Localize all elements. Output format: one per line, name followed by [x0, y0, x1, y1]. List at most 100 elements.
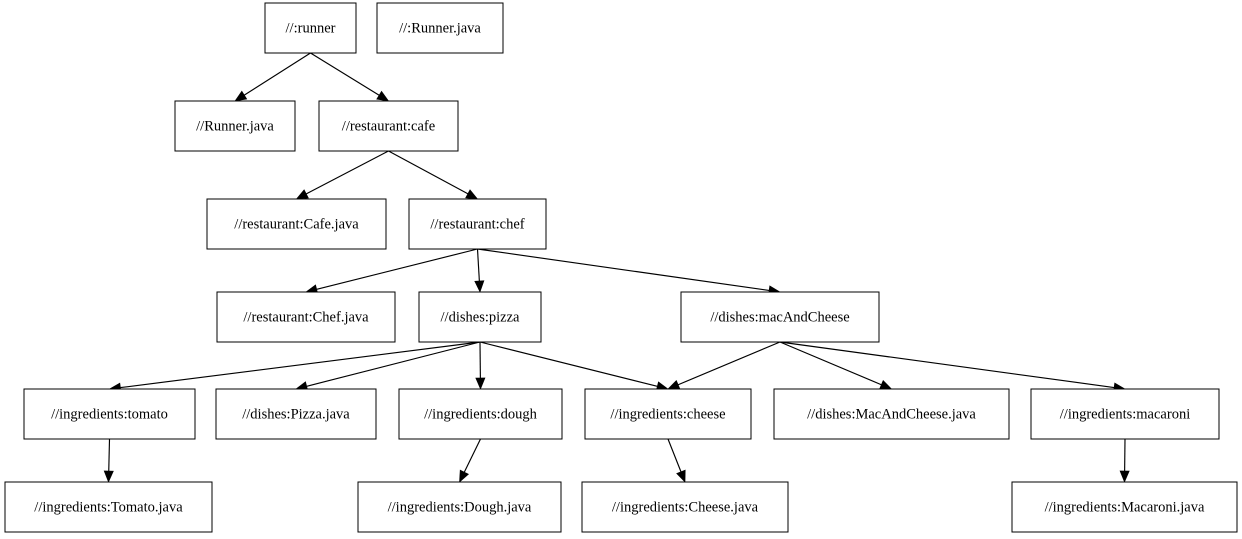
- node-box[interactable]: [680, 291, 880, 343]
- graph-node-dishes_mac_java[interactable]: //dishes:MacAndCheese.java: [773, 388, 1010, 440]
- edge-dishes_macandcheese-to-ingredients_macaroni: [779, 341, 1126, 393]
- node-box[interactable]: [174, 100, 296, 152]
- node-label: //dishes:Pizza.java: [242, 406, 350, 422]
- graph-node-runner_java[interactable]: //Runner.java: [174, 100, 296, 152]
- graph-node-root_runner_java[interactable]: //:Runner.java: [376, 2, 504, 54]
- edge-line: [463, 438, 482, 473]
- node-label: //dishes:MacAndCheese.java: [807, 406, 976, 422]
- node-box[interactable]: [206, 198, 387, 250]
- graph-node-restaurant_cafe_java[interactable]: //restaurant:Cafe.java: [206, 198, 387, 250]
- node-label: //ingredients:macaroni: [1060, 406, 1190, 422]
- graph-node-ingredients_cheese_java[interactable]: //ingredients:Cheese.java: [581, 481, 789, 533]
- graph-node-ingredients_tomato_java[interactable]: //ingredients:Tomato.java: [4, 481, 213, 533]
- edge-arrowhead-icon: [234, 90, 248, 102]
- nodes-layer: //:runner //:Runner.java //Runner.java //re…: [4, 2, 1238, 533]
- node-label: //ingredients:Cheese.java: [612, 499, 759, 515]
- node-label: //ingredients:tomato: [51, 406, 168, 422]
- graph-node-restaurant_chef_java[interactable]: //restaurant:Chef.java: [216, 291, 396, 343]
- node-label: //restaurant:chef: [430, 216, 524, 232]
- node-box[interactable]: [4, 481, 213, 533]
- node-box[interactable]: [216, 291, 396, 343]
- node-box[interactable]: [581, 481, 789, 533]
- node-box[interactable]: [357, 481, 562, 533]
- node-label: //:Runner.java: [399, 20, 481, 36]
- graph-node-ingredients_cheese[interactable]: //ingredients:cheese: [584, 388, 752, 440]
- node-label: //ingredients:Macaroni.java: [1045, 499, 1205, 515]
- edge-restaurant_chef-to-dishes_macandcheese: [477, 248, 781, 296]
- edge-line: [108, 438, 111, 472]
- node-label: //ingredients:Tomato.java: [34, 499, 183, 515]
- edge-dishes_pizza-to-dishes_pizza_java: [295, 341, 481, 392]
- edge-arrowhead-icon: [295, 189, 309, 200]
- edge-arrowhead-icon: [376, 90, 390, 102]
- edge-restaurant_chef-to-dishes_pizza: [474, 248, 485, 293]
- edge-arrowhead-icon: [465, 189, 479, 200]
- edge-line: [120, 341, 481, 389]
- edge-arrowhead-icon: [676, 469, 686, 483]
- edge-line: [388, 150, 469, 195]
- node-box[interactable]: [215, 388, 377, 440]
- graph-node-ingredients_macaroni_java[interactable]: //ingredients:Macaroni.java: [1011, 481, 1238, 533]
- node-box[interactable]: [773, 388, 1010, 440]
- node-label: //ingredients:Dough.java: [388, 499, 532, 515]
- graph-node-ingredients_dough[interactable]: //ingredients:dough: [398, 388, 563, 440]
- edge-arrowhead-icon: [879, 379, 893, 390]
- node-label: //dishes:macAndCheese: [710, 309, 849, 325]
- edge-line: [306, 341, 481, 387]
- node-box[interactable]: [398, 388, 563, 440]
- edge-line: [779, 341, 1115, 389]
- graph-node-restaurant_chef[interactable]: //restaurant:chef: [408, 198, 547, 250]
- node-box[interactable]: [264, 2, 357, 54]
- edge-line: [477, 248, 770, 292]
- node-box[interactable]: [584, 388, 752, 440]
- edge-restaurant_cafe-to-restaurant_cafe_java: [295, 150, 389, 200]
- edge-ingredients_tomato-to-ingredients_tomato_java: [103, 438, 114, 483]
- node-box[interactable]: [318, 100, 459, 152]
- edge-line: [243, 52, 311, 96]
- edge-arrowhead-icon: [474, 280, 485, 293]
- node-label: //restaurant:Cafe.java: [234, 216, 359, 232]
- graph-node-ingredients_dough_java[interactable]: //ingredients:Dough.java: [357, 481, 562, 533]
- node-box[interactable]: [418, 291, 542, 343]
- node-label: //restaurant:cafe: [342, 118, 435, 134]
- node-box[interactable]: [23, 388, 196, 440]
- edge-arrowhead-icon: [1119, 470, 1130, 483]
- edge-ingredients_dough-to-ingredients_dough_java: [459, 438, 482, 483]
- node-label: //Runner.java: [196, 118, 274, 134]
- graph-node-ingredients_macaroni[interactable]: //ingredients:macaroni: [1030, 388, 1220, 440]
- edge-line: [479, 341, 658, 387]
- graph-node-dishes_macandcheese[interactable]: //dishes:macAndCheese: [680, 291, 880, 343]
- node-box[interactable]: [1030, 388, 1220, 440]
- node-box[interactable]: [1011, 481, 1238, 533]
- edge-arrowhead-icon: [459, 469, 469, 483]
- edge-restaurant_chef-to-restaurant_chef_java: [305, 248, 478, 295]
- graph-node-dishes_pizza_java[interactable]: //dishes:Pizza.java: [215, 388, 377, 440]
- edge-runner-to-runner_java: [234, 52, 311, 102]
- edge-line: [305, 150, 389, 195]
- edge-restaurant_cafe-to-restaurant_chef: [388, 150, 479, 200]
- edge-arrowhead-icon: [103, 470, 114, 483]
- graph-node-restaurant_cafe[interactable]: //restaurant:cafe: [318, 100, 459, 152]
- edge-dishes_pizza-to-ingredients_cheese: [479, 341, 669, 392]
- edge-dishes_macandcheese-to-ingredients_cheese: [667, 341, 781, 390]
- edge-line: [677, 341, 781, 386]
- edge-ingredients_macaroni-to-ingredients_macaroni_java: [1119, 438, 1130, 483]
- node-label: //ingredients:dough: [424, 406, 538, 422]
- edge-dishes_pizza-to-ingredients_dough: [475, 341, 486, 390]
- edge-arrowhead-icon: [667, 379, 681, 390]
- node-box[interactable]: [376, 2, 504, 54]
- node-label: //restaurant:Chef.java: [243, 309, 369, 325]
- edge-line: [779, 341, 882, 386]
- node-label: //:runner: [286, 20, 336, 36]
- graph-node-runner[interactable]: //:runner: [264, 2, 357, 54]
- graph-node-ingredients_tomato[interactable]: //ingredients:tomato: [23, 388, 196, 440]
- graph-node-dishes_pizza[interactable]: //dishes:pizza: [418, 291, 542, 343]
- edge-line: [316, 248, 478, 290]
- edge-line: [667, 438, 682, 472]
- edge-runner-to-restaurant_cafe: [310, 52, 390, 102]
- node-box[interactable]: [408, 198, 547, 250]
- edge-arrowhead-icon: [475, 377, 486, 390]
- edge-line: [310, 52, 380, 96]
